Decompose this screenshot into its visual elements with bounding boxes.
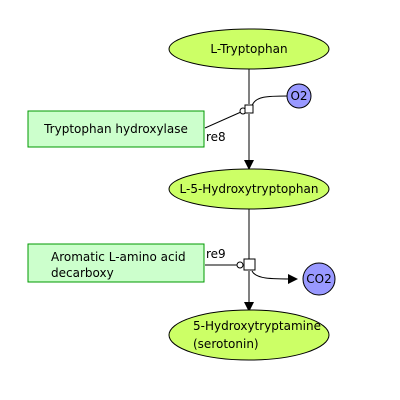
enzyme-aromatic-decarboxylase-label-line2: decarboxy	[51, 266, 114, 280]
small-molecule-o2[interactable]: O2	[286, 83, 312, 109]
co2-product-line	[251, 270, 298, 284]
reaction-label-re9: re9	[206, 247, 226, 261]
small-molecule-co2[interactable]: CO2	[302, 262, 336, 296]
catalysis-marker-re9	[236, 261, 244, 269]
small-molecule-o2-label: O2	[290, 89, 307, 103]
metabolite-l-5-hydroxytryptophan[interactable]: L-5-Hydroxytryptophan	[168, 168, 330, 210]
enzyme-tryptophan-hydroxylase[interactable]: Tryptophan hydroxylase	[27, 110, 205, 148]
catalysis-line-re8	[204, 111, 242, 129]
metabolite-l-tryptophan-label: L-Tryptophan	[210, 42, 287, 56]
metabolite-serotonin-label-line2: (serotonin)	[193, 337, 259, 351]
reaction-box-re8	[244, 104, 254, 114]
reaction-box-re9	[243, 258, 256, 271]
enzyme-tryptophan-hydroxylase-label: Tryptophan hydroxylase	[43, 122, 188, 136]
metabolite-l-tryptophan[interactable]: L-Tryptophan	[168, 28, 330, 70]
metabolite-serotonin-label-line1: 5-Hydroxytryptamine	[193, 319, 321, 333]
reaction-label-re8: re8	[206, 130, 226, 144]
small-molecule-co2-label: CO2	[306, 272, 331, 286]
metabolite-serotonin[interactable]: 5-Hydroxytryptamine (serotonin)	[168, 309, 330, 361]
enzyme-aromatic-decarboxylase[interactable]: Aromatic L-amino acid decarboxy	[27, 243, 205, 283]
o2-reactant-line	[251, 95, 289, 107]
enzyme-aromatic-decarboxylase-label-line1: Aromatic L-amino acid	[51, 250, 186, 264]
metabolite-l-5-hydroxytryptophan-label: L-5-Hydroxytryptophan	[180, 182, 319, 196]
